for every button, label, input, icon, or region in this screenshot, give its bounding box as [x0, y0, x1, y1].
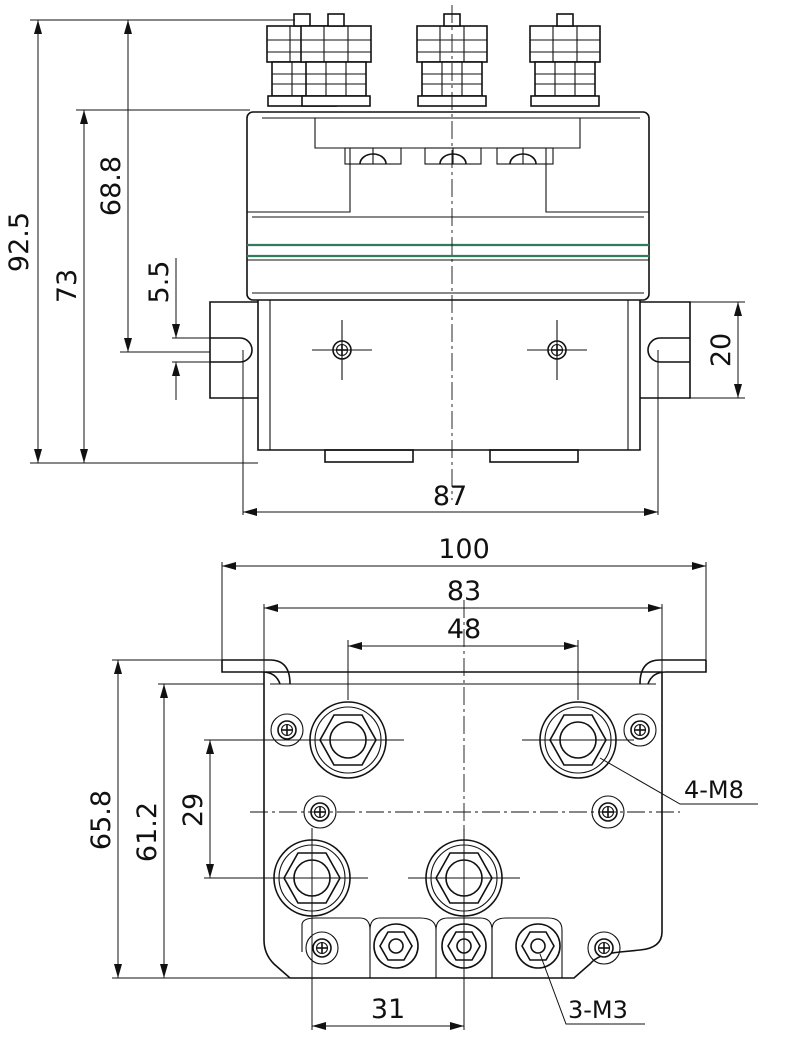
top-cap: [246, 111, 650, 301]
dim-label-48: 48: [447, 614, 481, 645]
dim-label-92-5: 92.5: [4, 212, 35, 272]
flange-left: [221, 659, 291, 685]
mount-screw-right: [527, 320, 587, 380]
mount-ear-left: [209, 301, 258, 399]
dim-label-61-2: 61.2: [132, 802, 163, 862]
dim-label-29: 29: [178, 793, 209, 827]
screw-bottom-left: [305, 931, 339, 965]
terminal-nut-2: [300, 13, 372, 107]
dim-slot-offset: 5.5: [144, 258, 180, 400]
dim-overall-height: 92.5: [4, 20, 42, 463]
dim-body-depth: 61.2: [132, 684, 168, 978]
dim-body-height: 73: [52, 110, 88, 463]
callout-label-3-m3: 3-M3: [568, 996, 628, 1024]
callout-label-4-m8: 4-M8: [684, 776, 744, 804]
callout-3-m3: 3-M3: [539, 953, 645, 1025]
screw-top-right: [623, 713, 657, 747]
contact-head-1: [344, 147, 402, 165]
dim-overall-width: 100: [222, 534, 706, 570]
front-view: 92.5 73 68.8 5.5 20: [4, 5, 745, 516]
dim-label-87: 87: [433, 481, 467, 512]
dim-slot-width: 20: [706, 302, 742, 398]
small-terminal-right: [515, 923, 561, 969]
dim-small-terminal-spacing: 31: [312, 994, 464, 1030]
screw-top-left: [270, 713, 304, 747]
bottom-lobes: [301, 917, 563, 978]
dim-label-83: 83: [447, 576, 481, 607]
dim-label-65-8: 65.8: [86, 790, 117, 850]
callout-4-m8: 4-M8: [599, 757, 758, 805]
mount-screw-left: [312, 320, 372, 380]
bottom-center-lines: [250, 600, 680, 1030]
dim-overall-depth: 65.8: [86, 660, 122, 978]
flange-right: [639, 659, 707, 685]
dim-body-width: 83: [264, 576, 662, 612]
dim-label-5-5: 5.5: [144, 261, 175, 304]
dim-label-100: 100: [438, 534, 490, 565]
lower-body: [257, 300, 641, 463]
dim-label-68-8: 68.8: [96, 156, 127, 216]
contact-head-2: [424, 147, 482, 165]
dim-large-terminal-spacing: 48: [348, 614, 578, 650]
bottom-view: 100 83 48 65.8 61.2: [86, 534, 758, 1030]
mount-ear-right: [640, 301, 691, 399]
dim-label-31: 31: [371, 994, 405, 1025]
dim-label-73: 73: [52, 269, 83, 303]
dim-mount-spacing: 87: [243, 481, 658, 516]
dim-top-height: 68.8: [96, 20, 132, 352]
contact-head-3: [496, 147, 554, 165]
dim-terminal-row-spacing: 29: [178, 740, 214, 878]
small-terminal-left: [373, 923, 419, 969]
dim-label-20: 20: [706, 333, 737, 367]
screw-bottom-right: [587, 931, 621, 965]
terminal-nut-4: [529, 13, 601, 107]
